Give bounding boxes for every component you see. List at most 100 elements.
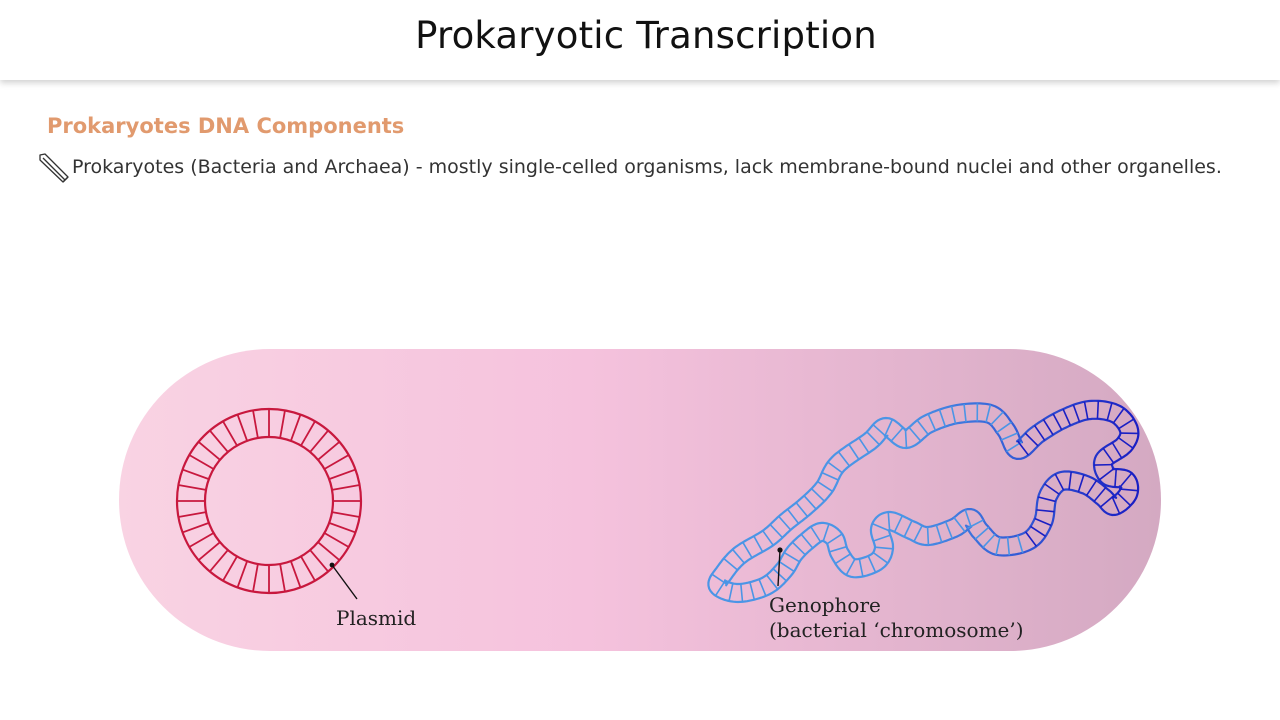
- genophore-rung: [800, 533, 814, 549]
- genophore-rung: [1112, 407, 1125, 424]
- plasmid-rung: [309, 549, 329, 573]
- slide-header: Prokaryotic Transcription: [0, 0, 1280, 80]
- bacterial-cell-diagram: Plasmid Genophore (bacterial ‘chromosome…: [119, 349, 1161, 651]
- plasmid-rung: [317, 541, 341, 561]
- genophore-rung: [834, 553, 851, 565]
- genophore-rung: [829, 545, 847, 553]
- genophore-rung: [803, 495, 817, 510]
- genophore-rung: [1114, 468, 1118, 488]
- genophore-rung: [1093, 487, 1107, 502]
- plasmid-rung: [197, 541, 221, 561]
- genophore-rung: [786, 508, 800, 524]
- genophore-rung: [711, 573, 728, 585]
- plasmid-rung: [222, 420, 238, 447]
- genophore-rung: [967, 519, 984, 529]
- plasmid-rung: [188, 532, 215, 548]
- genophore-rung: [944, 521, 953, 539]
- genophore-rung: [795, 502, 809, 518]
- genophore-rung: [848, 443, 860, 460]
- genophore-rung: [1024, 531, 1038, 547]
- genophore-rung: [1000, 432, 1019, 441]
- genophore-rung: [778, 560, 795, 573]
- genophore-rung: [893, 515, 904, 533]
- genophore-rung: [1006, 537, 1011, 556]
- genophore-rung: [871, 522, 890, 532]
- plasmid-rung: [252, 563, 259, 592]
- genophore-rung: [964, 509, 972, 528]
- genophore-rung: [982, 533, 996, 549]
- bullet-text: Prokaryotes (Bacteria and Archaea) - mos…: [72, 156, 1222, 178]
- genophore-rung: [1062, 408, 1072, 426]
- genophore-rung: [926, 526, 930, 546]
- genophore-rung: [908, 426, 922, 442]
- genophore-rung: [874, 546, 894, 550]
- plasmid-rung: [236, 560, 248, 588]
- plasmid-rung: [328, 522, 356, 534]
- genophore-rung: [1044, 483, 1060, 495]
- genophore-rung: [1085, 479, 1098, 496]
- genophore-rung: [913, 525, 923, 542]
- genophore-rung: [772, 568, 787, 582]
- genophore-rung: [765, 574, 779, 590]
- genophore-rung: [1119, 472, 1133, 488]
- plasmid-pointer: [331, 564, 358, 600]
- genophore-rung: [723, 557, 739, 571]
- plasmid-rung: [300, 555, 316, 582]
- genophore-rung: [884, 419, 894, 437]
- genophore-rung: [1117, 436, 1134, 449]
- genophore-rung: [1077, 474, 1085, 493]
- genophore-rung: [866, 431, 880, 446]
- genophore-rung: [950, 405, 957, 424]
- genophore-rung: [1099, 494, 1115, 508]
- genophore-pointer-dot: [777, 547, 783, 553]
- plasmid-rung: [331, 511, 360, 518]
- genophore-rung: [904, 429, 908, 449]
- plasmid-rung: [331, 484, 360, 491]
- plasmid-label: Plasmid: [336, 606, 416, 630]
- genophore-rung: [778, 515, 792, 531]
- genophore-rung: [916, 419, 929, 435]
- genophore-rung: [1120, 488, 1139, 492]
- genophore-rung: [872, 551, 889, 564]
- genophore-rung: [1030, 525, 1047, 537]
- genophore-rung: [791, 541, 806, 556]
- genophore-rung: [890, 427, 904, 442]
- genophore-rung: [1033, 425, 1046, 441]
- plasmid-rung: [222, 555, 238, 582]
- genophore-rung: [810, 488, 825, 502]
- pencil-icon: [39, 153, 69, 183]
- genophore-strand: [707, 399, 1140, 604]
- plasmid-rung: [328, 468, 356, 480]
- genophore-rung: [938, 409, 947, 427]
- plasmid-rung: [309, 429, 329, 453]
- genophore-rung: [1042, 419, 1054, 436]
- genophore-rung: [732, 548, 745, 564]
- genophore-label: Genophore (bacterial ‘chromosome’): [769, 593, 1024, 642]
- plasmid-rung: [182, 468, 210, 480]
- genophore-rung: [1052, 413, 1063, 431]
- plasmid-rung: [188, 454, 215, 470]
- genophore-rung: [783, 551, 801, 563]
- plasmid-rung: [323, 532, 350, 548]
- genophore-rung: [1117, 492, 1132, 507]
- genophore-rung: [1098, 468, 1115, 481]
- plasmid-rung: [209, 429, 229, 453]
- genophore-rung: [1034, 517, 1052, 527]
- genophore-rung: [845, 558, 856, 576]
- genophore-rung: [1016, 535, 1024, 553]
- genophore-rung: [974, 526, 990, 540]
- genophore-rung: [1024, 432, 1039, 447]
- plasmid-rung: [178, 484, 207, 491]
- genophore-rung: [927, 413, 937, 431]
- cell-body: [119, 349, 1161, 651]
- genophore-rung: [867, 555, 877, 573]
- plasmid-rung: [317, 441, 341, 461]
- genophore-rung: [753, 535, 764, 553]
- genophore-rung: [996, 421, 1012, 434]
- genophore-rung: [769, 523, 784, 539]
- genophore-rung: [826, 533, 843, 545]
- plasmid-rung: [252, 410, 259, 439]
- genophore-rung: [1037, 496, 1056, 503]
- genophore-rung: [1111, 442, 1123, 459]
- plasmid-rung: [178, 511, 207, 518]
